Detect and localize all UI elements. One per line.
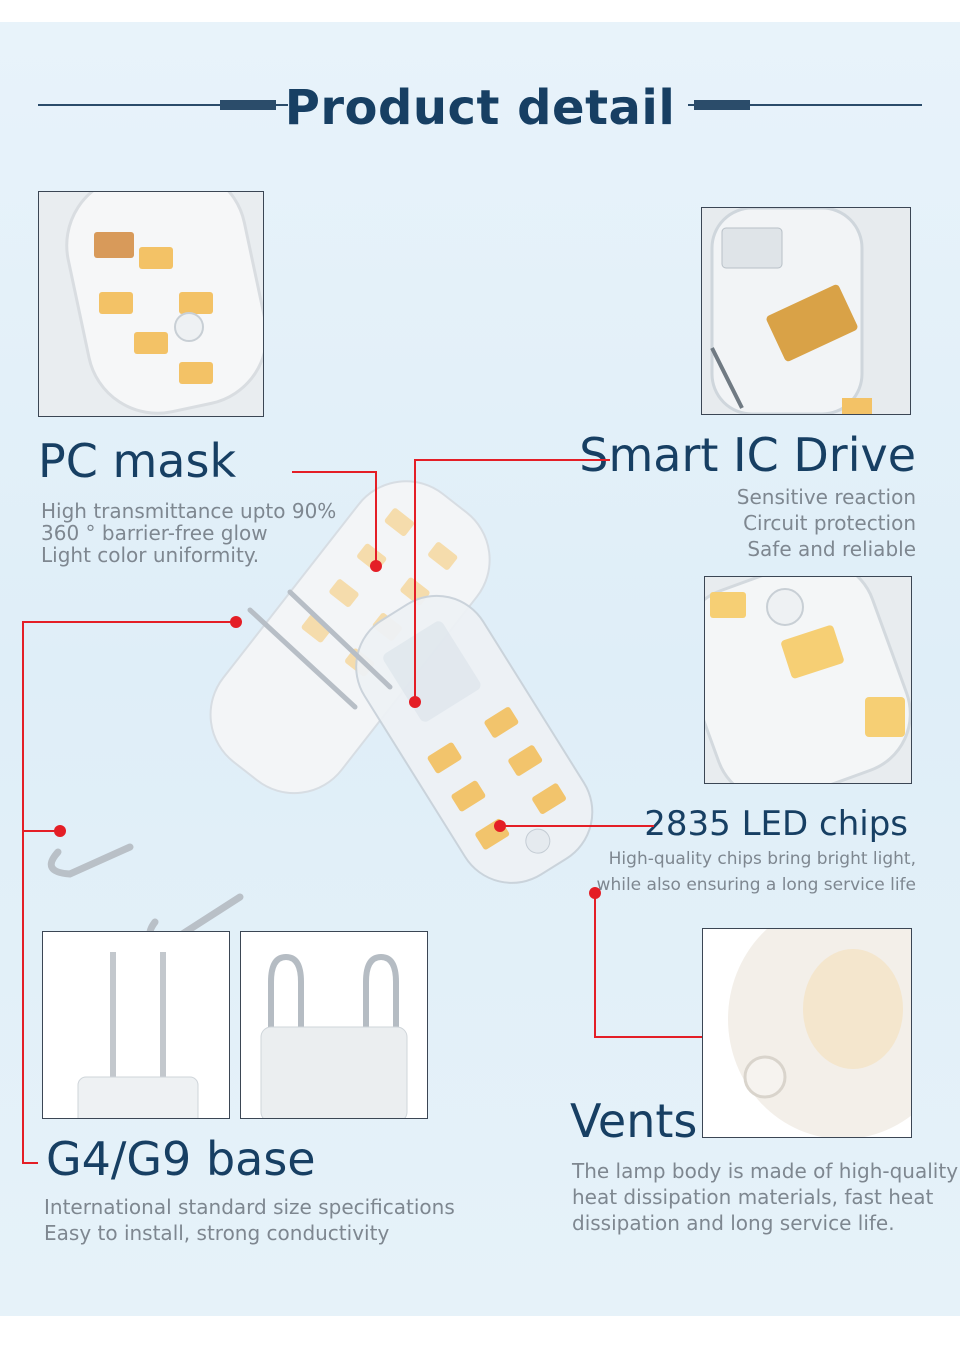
pc-mask-callout-h (292, 471, 376, 473)
header-right-bar (694, 100, 750, 110)
vents-title: Vents (570, 1094, 698, 1148)
header-left-line (38, 104, 288, 106)
smart-ic-line-1: Sensitive reaction (736, 485, 916, 509)
led-chips-title: 2835 LED chips (644, 804, 908, 844)
pc-mask-photo (38, 191, 264, 417)
smart-ic-title: Smart IC Drive (579, 428, 916, 482)
smart-ic-line-2: Circuit protection (743, 511, 916, 535)
base-callout-mid-h (22, 830, 58, 832)
g9-base-photo (240, 931, 428, 1119)
vents-line-1: The lamp body is made of high-quality (572, 1159, 959, 1183)
pc-mask-line-3: Light color uniformity. (41, 543, 260, 567)
vents-line-3: dissipation and long service life. (572, 1211, 895, 1235)
smart-ic-photo (701, 207, 911, 415)
led-chips-line-2: while also ensuring a long service life (596, 875, 916, 895)
base-callout-dot-mid (54, 825, 66, 837)
pc-mask-callout-dot (370, 560, 382, 572)
base-line-2: Easy to install, strong conductivity (44, 1221, 390, 1245)
header-right-line (688, 104, 922, 106)
base-callout-v (22, 621, 24, 1163)
base-title: G4/G9 base (46, 1132, 316, 1186)
led-chips-photo (704, 576, 912, 784)
led-chips-callout-dot (494, 820, 506, 832)
base-callout-dot-top (230, 616, 242, 628)
vents-photo (702, 928, 912, 1138)
header-left-bar (220, 100, 276, 110)
pc-mask-line-1: High transmittance upto 90% (41, 499, 337, 523)
led-chips-callout-h (502, 825, 654, 827)
pc-mask-callout-v (375, 471, 377, 565)
base-callout-top-h (22, 621, 236, 623)
vents-callout-v (594, 892, 596, 1038)
page-title: Product detail (284, 80, 676, 136)
smart-ic-callout-v (414, 459, 416, 699)
smart-ic-callout-h (414, 459, 610, 461)
base-line-1: International standard size specificatio… (44, 1195, 455, 1219)
base-callout-bottom-h (22, 1162, 38, 1164)
g4-base-photo (42, 931, 230, 1119)
product-detail-canvas: Product detail (0, 22, 960, 1316)
pc-mask-title: PC mask (38, 434, 237, 488)
led-chips-line-1: High-quality chips bring bright light, (608, 849, 916, 869)
pc-mask-line-2: 360 ° barrier-free glow (41, 521, 268, 545)
smart-ic-line-3: Safe and reliable (747, 537, 916, 561)
smart-ic-callout-dot (409, 696, 421, 708)
vents-callout-h (594, 1036, 702, 1038)
vents-line-2: heat dissipation materials, fast heat (572, 1185, 934, 1209)
